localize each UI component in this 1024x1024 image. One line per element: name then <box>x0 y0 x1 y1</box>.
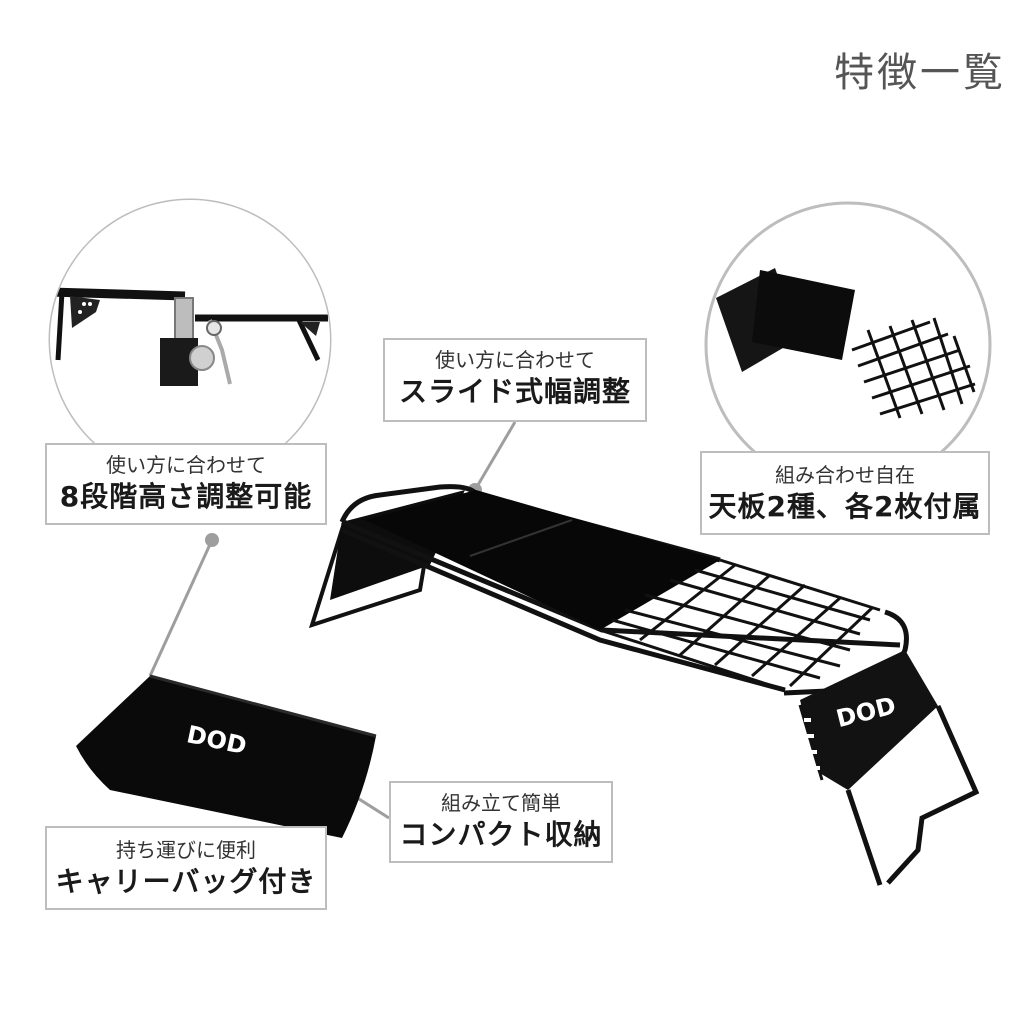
page-title: 特徴一覧 <box>834 50 1006 96</box>
feature-label-bag: 持ち運びに便利 キャリーバッグ付き <box>45 826 327 910</box>
carry-bag: DOD <box>76 674 377 838</box>
feature-label-height: 使い方に合わせて 8段階高さ調整可能 <box>45 443 327 525</box>
feature-slide-main: スライド式幅調整 <box>398 375 631 408</box>
feature-slide-sub: 使い方に合わせて <box>435 348 595 372</box>
feature-label-tops: 組み合わせ自在 天板2種、各2枚付属 <box>700 451 990 535</box>
feature-label-compact: 組み立て簡単 コンパクト収納 <box>389 781 613 863</box>
feature-label-slide: 使い方に合わせて スライド式幅調整 <box>383 338 647 422</box>
feature-height-sub: 使い方に合わせて <box>106 453 266 477</box>
feature-tops-sub: 組み合わせ自在 <box>775 463 915 487</box>
leader-dot-height <box>205 533 219 547</box>
height-detail-circle <box>48 198 332 482</box>
tops-detail-circle <box>704 201 992 489</box>
mesh-top <box>851 317 976 419</box>
feature-tops-main: 天板2種、各2枚付属 <box>708 490 982 523</box>
feature-height-main: 8段階高さ調整可能 <box>59 480 313 513</box>
feature-compact-main: コンパクト収納 <box>399 818 603 851</box>
rack-mesh <box>599 558 881 692</box>
feature-bag-sub: 持ち運びに便利 <box>116 838 256 862</box>
rack-main: DOD <box>308 484 980 886</box>
feature-bag-main: キャリーバッグ付き <box>55 865 317 898</box>
feature-compact-sub: 組み立て簡単 <box>441 791 561 815</box>
